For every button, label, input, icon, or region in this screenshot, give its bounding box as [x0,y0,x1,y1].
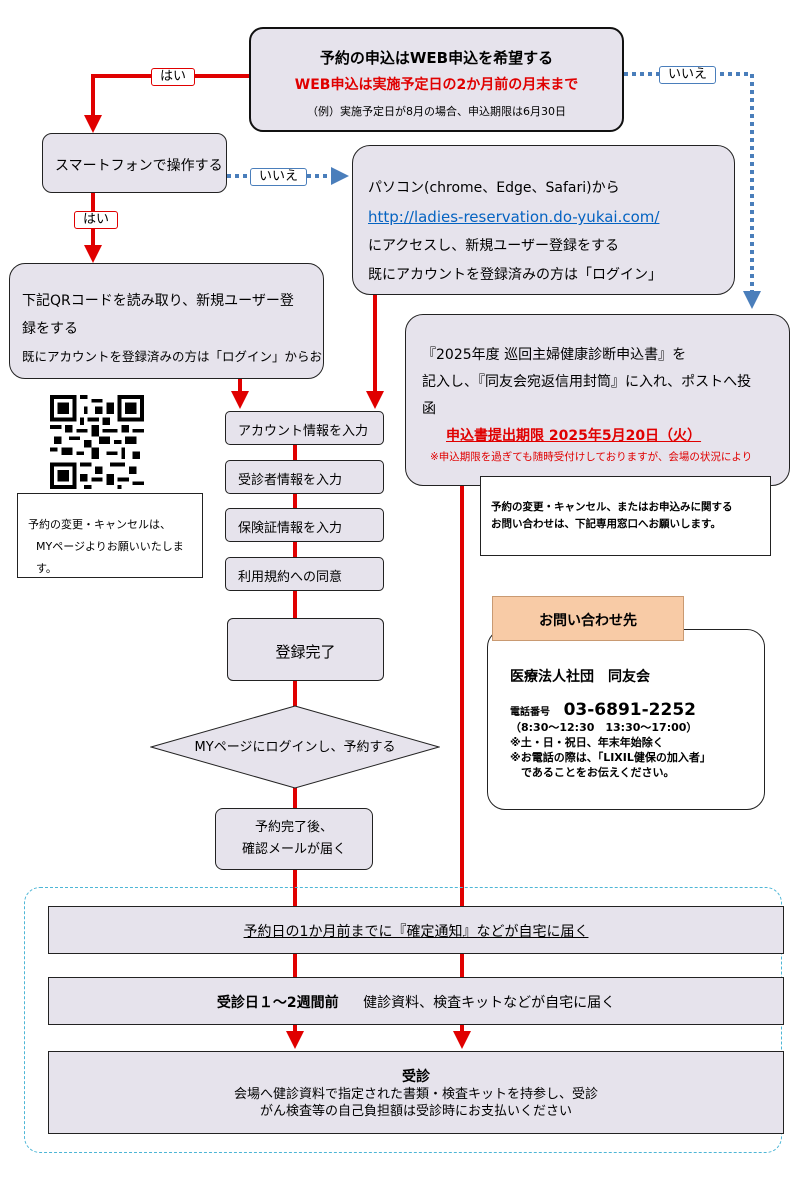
qr-instruction-line1: 下記QRコードを読み取り、新規ユーザー登 [22,293,294,309]
step-account-info: アカウント情報を入力 [225,411,384,445]
reservation-url-link[interactable]: http://ladies-reservation.do-yukai.com/ [368,208,660,226]
kit-delivery-box: 受診日１～2週間前 健診資料、検査キットなどが自宅に届く [48,977,784,1025]
step-label: 利用規約への同意 [238,570,343,585]
smartphone-box: スマートフォンで操作する [42,133,227,193]
qr-code-image[interactable] [50,395,144,489]
kit-delivery-timing: 受診日１～2週間前 [216,995,339,1011]
exam-line2: がん検査等の自己負担額は受診時にお支払いください [259,1104,572,1119]
smartphone-text: スマートフォンで操作する [55,158,223,174]
no-label-smartphone: いいえ [250,168,308,186]
contact-box: 医療法人社団 同友会 電話番号 03-6891-2252 （8:30～12:30… [487,629,765,810]
mail-line1: 『2025年度 巡回主婦健康診断申込書』を [422,347,687,363]
reserve-decision-diamond [150,705,440,789]
registration-complete-box: 登録完了 [227,618,384,681]
reserve-decision-text: MYページにログインし、予約する [194,740,396,755]
contact-org: 医療法人社団 同友会 [510,669,650,685]
cancel-left-line2: MYページよりお願いいたします。 [36,540,184,575]
step-insurance-info: 保険証情報を入力 [225,508,384,542]
cancel-info-contact: 予約の変更・キャンセル、またはお申込みに関する お問い合わせは、下記専用窓口へお… [480,476,771,556]
exam-box: 受診 会場へ健診資料で指定された書類・検査キットを持参し、受診 がん検査等の自己… [48,1051,784,1134]
web-application-title: 予約の申込はWEB申込を希望する [319,49,554,67]
mail-note: ※申込期限を過ぎても随時受付けしておりますが、会場の状況により [430,451,753,463]
pc-box: パソコン(chrome、Edge、Safari)から http://ladies… [352,145,735,295]
cancel-right-line1: 予約の変更・キャンセル、またはお申込みに関する [491,501,733,513]
step-terms-agreement: 利用規約への同意 [225,557,384,591]
notification-text: 予約日の1か月前までに『確定通知』などが自宅に届く [243,924,589,940]
contact-hours: （8:30～12:30 13:30～17:00） [510,721,698,734]
contact-heading: お問い合わせ先 [492,596,684,641]
no-label-web: いいえ [659,66,717,84]
mail-line3: 函 [422,401,436,417]
step-label: アカウント情報を入力 [238,424,369,439]
exam-title: 受診 [402,1069,430,1085]
qr-instruction-login: 既にアカウントを登録済みの方は「ログイン」からお [22,349,323,364]
yes-label-web: はい [151,68,196,86]
contact-tel-label: 電話番号 [510,707,550,718]
mail-application-box: 『2025年度 巡回主婦健康診断申込書』を 記入し、『同友会宛返信用封筒』に入れ… [405,314,790,486]
qr-instruction-box: 下記QRコードを読み取り、新規ユーザー登 録をする 既にアカウントを登録済みの方… [9,263,324,379]
confirmation-line1: 予約完了後、 [254,820,333,835]
yes-label-smartphone: はい [74,211,119,229]
confirmation-line2: 確認メールが届く [241,842,346,857]
cancel-left-line1: 予約の変更・キャンセルは、 [28,518,171,531]
mail-deadline: 申込書提出期限 2025年5月20日（火） [446,428,702,444]
web-application-example: （例）実施予定日が8月の場合、申込期限は6月30日 [307,105,566,118]
qr-instruction-line2: 録をする [22,321,78,337]
pc-login-text: 既にアカウントを登録済みの方は「ログイン」 [368,267,662,283]
cancel-right-line2: お問い合わせは、下記専用窓口へお願いします。 [491,518,721,530]
contact-tel-number[interactable]: 03-6891-2252 [563,700,696,720]
exam-line1: 会場へ健診資料で指定された書類・検査キットを持参し、受診 [233,1087,598,1102]
contact-tel-row: 電話番号 03-6891-2252 [510,700,764,720]
mail-line2: 記入し、『同友会宛返信用封筒』に入れ、ポストへ投 [422,374,752,390]
confirmation-email-box: 予約完了後、 確認メールが届く [215,808,373,870]
web-application-deadline: WEB申込は実施予定日の2か月前の月末まで [294,77,579,93]
cancel-info-mypage: 予約の変更・キャンセルは、 MYページよりお願いいたします。 [17,493,203,578]
registration-complete-text: 登録完了 [275,643,336,661]
pc-browser-text: パソコン(chrome、Edge、Safari)から [368,180,620,196]
pc-register-text: にアクセスし、新規ユーザー登録をする [368,238,620,254]
step-label: 受診者情報を入力 [238,473,343,488]
kit-delivery-text: 健診資料、検査キットなどが自宅に届く [363,995,616,1011]
web-application-box: 予約の申込はWEB申込を希望する WEB申込は実施予定日の2か月前の月末まで （… [249,27,624,132]
notification-box: 予約日の1か月前までに『確定通知』などが自宅に届く [48,906,784,954]
contact-note3: であることをお伝えください。 [510,766,675,779]
step-label: 保険証情報を入力 [238,521,343,536]
arrow-top-to-smartphone [84,74,249,133]
contact-note1: ※土・日・祝日、年末年始除く [510,736,664,749]
contact-note2: ※お電話の際は、「LIXIL健保の加入者」 [510,751,711,764]
step-patient-info: 受診者情報を入力 [225,460,384,494]
